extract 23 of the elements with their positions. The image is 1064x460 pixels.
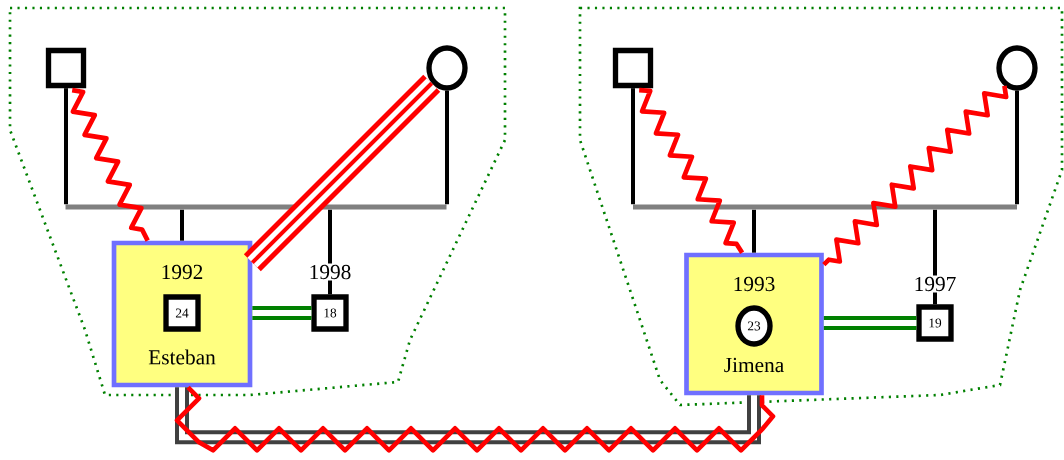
- descent-line: [64, 88, 68, 205]
- birth-year: 1998: [307, 263, 353, 281]
- female-symbol: [426, 45, 468, 91]
- birth-year: 1997: [912, 275, 958, 293]
- double-line: [823, 316, 917, 330]
- descent-line: [631, 88, 635, 205]
- male-symbol: [612, 47, 654, 89]
- conflict-line: [174, 385, 776, 453]
- household-outline: [8, 6, 507, 397]
- descent-line: [1015, 90, 1019, 205]
- descent-line: [445, 90, 449, 205]
- conflict-line: [70, 87, 150, 242]
- female-symbol: [996, 45, 1038, 91]
- descent-line: [752, 209, 756, 253]
- household-outline: [578, 6, 1064, 407]
- double-line: [252, 306, 312, 320]
- close-relationship-line: [243, 74, 441, 272]
- male-symbol: [45, 47, 87, 89]
- descent-line: [180, 209, 184, 241]
- conflict-line: [822, 85, 1009, 267]
- conflict-line: [639, 87, 745, 254]
- descent-line: [933, 209, 937, 305]
- double-line: [175, 387, 761, 445]
